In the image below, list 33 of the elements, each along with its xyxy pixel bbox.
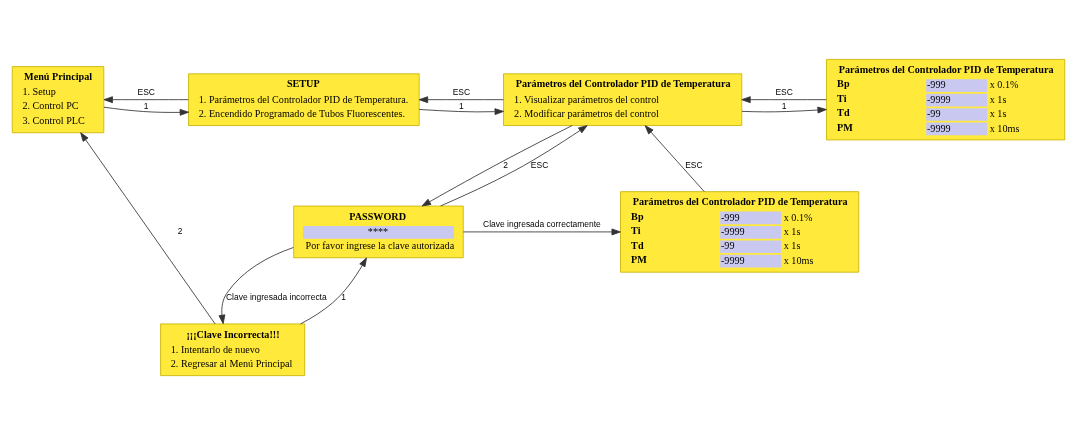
arrow [462, 228, 621, 236]
edge-label: 2 [177, 226, 183, 237]
edge-label: 2 [503, 159, 509, 170]
node-box: Parámetros del Controlador PID de Temperatura 1. Visualizar parámetros del control 2. Modificar parámetros del control [503, 73, 743, 126]
edge-label: ESC [530, 159, 549, 170]
arrow [300, 257, 367, 325]
edge-label: ESC [137, 86, 155, 97]
node-box: SETUP 1. Parámetros del Controlador PID de Temperatura. 2. Encendido Programado de Tubos Fluorescentes. [188, 73, 420, 126]
arrow [440, 125, 588, 207]
node-box: Parámetros del Controlador PID de Temperatura Bp -999 x 0.1% Ti -9999 x 1s Td -99 x 1s PM -9999 x 10ms [620, 191, 860, 273]
arrow [741, 106, 827, 114]
arrow [741, 96, 827, 104]
edge-label: ESC [452, 86, 471, 97]
node-box: Menú Principal 1. Setup 2. Control PC 3. Control PLC [11, 66, 105, 134]
arrow [418, 96, 504, 104]
edge-label: 1 [458, 100, 464, 111]
arrow [80, 132, 216, 325]
arrow [418, 108, 504, 116]
node-box: ¡¡¡Clave Incorrecta!!! 1. Intentarlo de nuevo 2. Regresar al Menú Principal [160, 323, 306, 377]
arrow [644, 125, 705, 192]
arrow [103, 96, 189, 104]
edge-label: 1 [341, 292, 347, 303]
arrow [103, 106, 189, 116]
edge-label: 1 [781, 100, 787, 111]
edge-label: ESC [685, 159, 703, 170]
arrow [421, 125, 573, 207]
edge-label: ESC [775, 86, 793, 97]
edge-label: Clave ingresada incorrecta [225, 292, 327, 303]
arrow [218, 247, 294, 325]
edge-label: 1 [143, 100, 149, 111]
node-box: PASSWORD **** Por favor ingrese la clave autorizada [293, 205, 464, 259]
edge-label: Clave ingresada correctamente [483, 218, 601, 229]
node-box: Parámetros del Controlador PID de Temperatura Bp -999 x 0.1% Ti -9999 x 1s Td -99 x 1s PM -9999 x 10ms [826, 58, 1066, 141]
